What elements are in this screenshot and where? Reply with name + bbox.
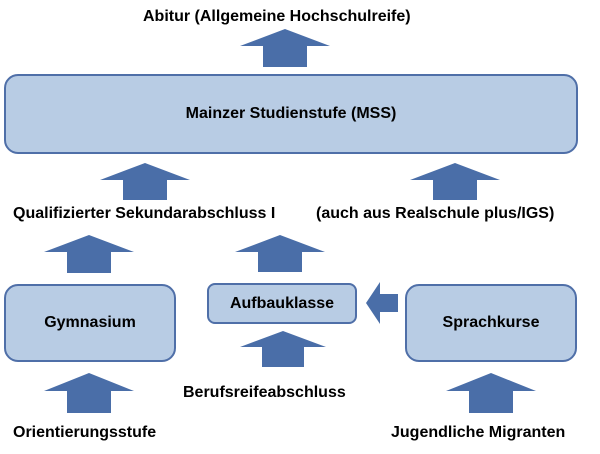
up-arrow-icon [240, 29, 330, 67]
aufbauklasse-box: Aufbauklasse [207, 283, 357, 324]
up-arrow-icon [446, 373, 536, 413]
sprachkurse-box: Sprachkurse [405, 284, 577, 362]
up-arrow-icon [410, 163, 500, 200]
abitur-label: Abitur (Allgemeine Hochschulreife) [143, 8, 411, 25]
berufsreife-label: Berufsreifeabschluss [183, 384, 346, 401]
gymnasium-box: Gymnasium [4, 284, 176, 362]
migranten-label: Jugendliche Migranten [391, 424, 566, 441]
orientierung-label: Orientierungsstufe [13, 424, 157, 441]
qualifizierter-label: Qualifizierter Sekundarabschluss I [13, 205, 276, 222]
mss-box: Mainzer Studienstufe (MSS) [4, 74, 578, 154]
realschule-label: (auch aus Realschule plus/IGS) [316, 205, 555, 222]
up-arrow-icon [235, 235, 325, 272]
up-arrow-icon [44, 373, 134, 413]
up-arrow-icon [44, 235, 134, 273]
up-arrow-icon [240, 331, 326, 367]
up-arrow-icon [100, 163, 190, 200]
left-arrow-icon [366, 282, 398, 324]
